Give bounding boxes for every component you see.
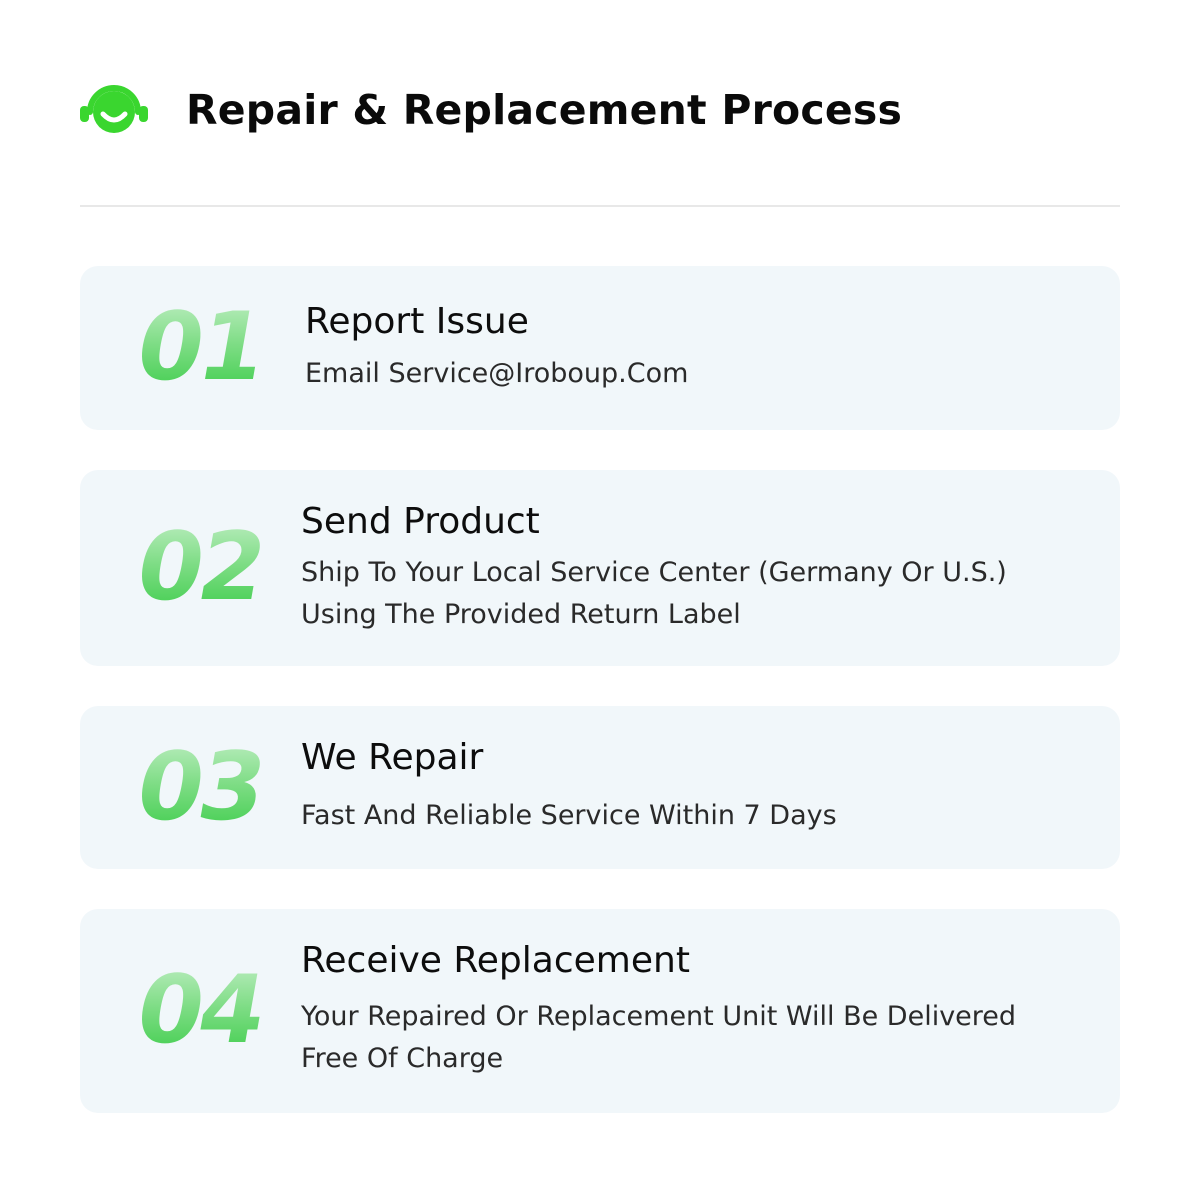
step-number: 02 xyxy=(128,513,271,622)
step-card-2: 02 Send Product Ship To Your Local Servi… xyxy=(80,470,1120,666)
step-title: Report Issue xyxy=(305,301,529,342)
step-text: Send Product Ship To Your Local Service … xyxy=(301,500,1090,636)
step-card-4: 04 Receive Replacement Your Repaired Or … xyxy=(80,909,1120,1113)
step-description-line: Your Repaired Or Replacement Unit Will B… xyxy=(301,1001,1017,1033)
header-divider xyxy=(80,205,1120,207)
step-number: 04 xyxy=(128,956,271,1065)
headset-smile-icon xyxy=(80,85,148,133)
page-title: Repair & Replacement Process xyxy=(186,86,903,134)
step-title: Receive Replacement xyxy=(301,940,690,981)
step-text: Report Issue Email Service@Iroboup.Com xyxy=(305,300,1090,395)
step-description: Ship To Your Local Service Center (Germa… xyxy=(301,552,1090,636)
step-description: Fast And Reliable Service Within 7 Days xyxy=(301,795,1090,837)
step-title: We Repair xyxy=(301,737,484,778)
step-number: 03 xyxy=(128,732,271,842)
step-description-line: Using The Provided Return Label xyxy=(301,599,741,631)
step-text: Receive Replacement Your Repaired Or Rep… xyxy=(301,939,1090,1080)
step-description: Email Service@Iroboup.Com xyxy=(305,353,1090,395)
step-description: Your Repaired Or Replacement Unit Will B… xyxy=(301,996,1090,1080)
step-title: Send Product xyxy=(301,501,540,542)
step-text: We Repair Fast And Reliable Service With… xyxy=(301,736,1090,837)
step-description-line: Fast And Reliable Service Within 7 Days xyxy=(301,800,837,832)
step-description-line: Free Of Charge xyxy=(301,1043,504,1075)
step-description-line: Email Service@Iroboup.Com xyxy=(305,358,689,390)
step-description-line: Ship To Your Local Service Center (Germa… xyxy=(301,557,1007,589)
step-card-1: 01 Report Issue Email Service@Iroboup.Co… xyxy=(80,266,1120,430)
step-card-3: 03 We Repair Fast And Reliable Service W… xyxy=(80,706,1120,869)
page-header: Repair & Replacement Process xyxy=(80,78,902,142)
step-number: 01 xyxy=(128,293,271,402)
